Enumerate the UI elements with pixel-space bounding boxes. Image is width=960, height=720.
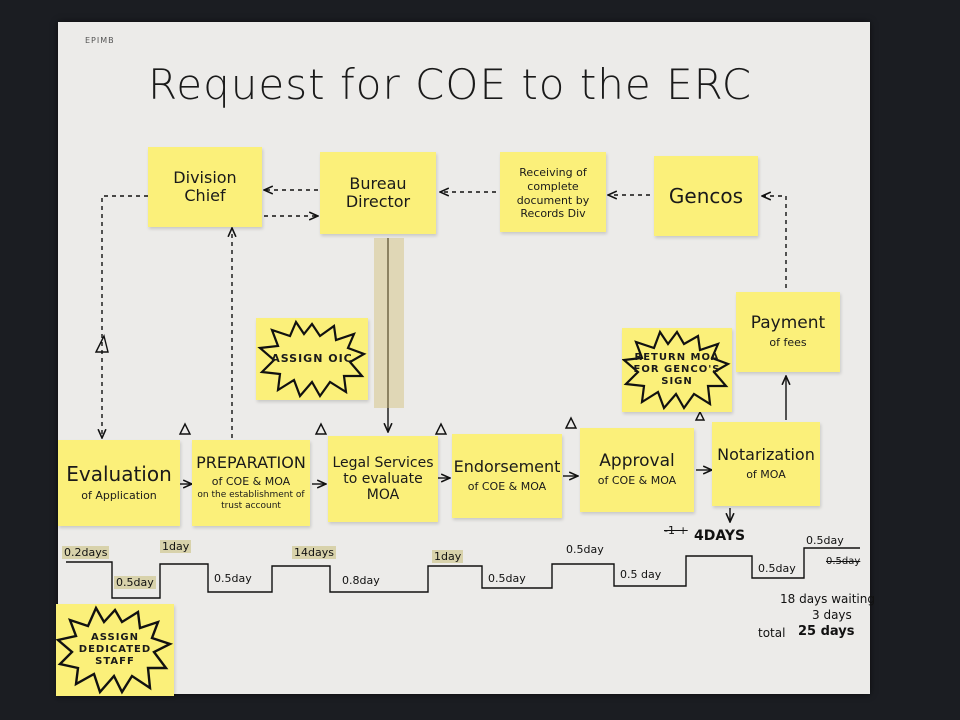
- division-chief-label: Division Chief: [173, 167, 237, 205]
- note-gencos: Gencos: [654, 156, 758, 236]
- burst-shape: [622, 329, 731, 411]
- note-payment: Payment of fees: [736, 292, 840, 372]
- waiting-days-text: 18 days waiting: [780, 592, 875, 606]
- note-bureau-director: Bureau Director: [320, 152, 436, 234]
- approval-title: Approval: [599, 450, 675, 471]
- arrow-division-to-evaluation: [102, 195, 148, 438]
- preparation-title: PREPARATION: [196, 452, 306, 472]
- delay-triangle: [434, 422, 448, 435]
- note-approval: Approval of COE & MOA: [580, 428, 694, 512]
- evaluation-title: Evaluation: [66, 462, 172, 487]
- timeline-active-label: 4DAYS: [694, 528, 746, 544]
- total-label: total: [758, 626, 786, 640]
- note-assign-oic: ASSIGN OIC: [256, 318, 368, 400]
- approval-sub: of COE & MOA: [597, 474, 677, 488]
- delay-triangle: [314, 422, 328, 435]
- notarization-title: Notarization: [717, 445, 815, 465]
- paper-sheet: [58, 22, 870, 694]
- endorsement-title: Endorsement: [453, 457, 561, 477]
- payment-title: Payment: [750, 312, 826, 333]
- assign-staff-label: ASSIGN DEDICATED STAFF: [78, 632, 152, 667]
- timeline-active-label: 14days: [292, 546, 336, 559]
- timeline-step-line: [66, 547, 860, 599]
- timeline-waiting-label: 0.5day: [488, 572, 526, 585]
- paper-code: EPIMB: [85, 36, 115, 45]
- timeline-active-label: 0.5day: [566, 543, 604, 556]
- notarization-sub: of MOA: [746, 467, 786, 481]
- tape-strip: [374, 238, 404, 408]
- evaluation-sub: of Application: [81, 489, 157, 503]
- note-assign-staff: ASSIGN DEDICATED STAFF: [56, 604, 174, 696]
- gencos-label: Gencos: [668, 183, 744, 208]
- burst-shape: [56, 605, 174, 695]
- receiving-label: Receiving of complete document by Record…: [516, 166, 590, 221]
- timeline-active-label: 0.5day: [806, 534, 844, 547]
- assign-oic-label: ASSIGN OIC: [271, 352, 353, 366]
- endorsement-sub: of COE & MOA: [467, 479, 547, 493]
- total-value: 25 days: [798, 624, 855, 639]
- timeline-active-label: 0.2days: [62, 546, 110, 559]
- delay-triangle: [564, 416, 578, 429]
- strike-label: -1 +: [664, 524, 688, 537]
- waiting-days-alt: 3 days: [812, 608, 852, 622]
- note-return-moa: RETURN MOA FOR GENCO'S SIGN: [622, 328, 732, 412]
- delay-triangle: [94, 333, 109, 353]
- note-division-chief: Division Chief: [148, 147, 262, 227]
- note-evaluation: Evaluation of Application: [58, 440, 180, 526]
- timeline-waiting-label: 0.8day: [342, 574, 380, 587]
- arrow-payment-to-gencos: [762, 196, 787, 288]
- preparation-sub2: on the establishment of trust account: [197, 489, 305, 512]
- strike-label: 0.5day: [826, 556, 861, 567]
- page-title: Request for COE to the ERC: [148, 60, 753, 109]
- timeline-waiting-label: 0.5day: [758, 562, 796, 575]
- delay-triangle: [694, 410, 706, 421]
- timeline-waiting-label: 0.5day: [214, 572, 252, 585]
- timeline-waiting-label: 0.5 day: [620, 568, 662, 581]
- note-receiving: Receiving of complete document by Record…: [500, 152, 606, 232]
- note-endorsement: Endorsement of COE & MOA: [452, 434, 562, 518]
- timeline-active-label: 1day: [160, 540, 192, 553]
- return-moa-label: RETURN MOA FOR GENCO'S SIGN: [633, 352, 721, 387]
- burst-shape: [257, 319, 367, 399]
- payment-sub: of fees: [769, 336, 807, 350]
- note-legal-services: Legal Services to evaluate MOA: [328, 436, 438, 522]
- legal-title: Legal Services to evaluate MOA: [332, 454, 434, 504]
- timeline-waiting-label: 0.5day: [114, 576, 156, 589]
- delay-triangle: [178, 422, 192, 435]
- note-notarization: Notarization of MOA: [712, 422, 820, 506]
- note-preparation: PREPARATION of COE & MOA on the establis…: [192, 440, 310, 526]
- timeline-active-label: 1day: [432, 550, 464, 563]
- preparation-sub1: of COE & MOA: [211, 475, 291, 489]
- bureau-director-label: Bureau Director: [345, 173, 411, 211]
